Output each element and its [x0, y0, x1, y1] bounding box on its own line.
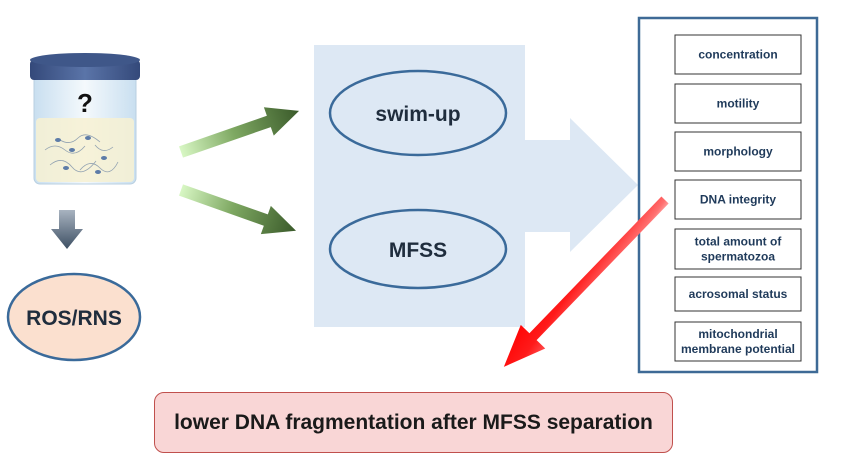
mfss-label: MFSS	[389, 239, 447, 262]
red-arrow	[503, 196, 669, 367]
parameter-label: spermatozoa	[701, 250, 775, 264]
parameter-label: morphology	[703, 145, 773, 159]
parameter-box: morphology	[674, 131, 802, 172]
big-right-arrow	[522, 118, 638, 252]
parameter-label: total amount of	[695, 235, 783, 249]
parameter-box: DNA integrity	[674, 179, 802, 220]
swim-up-label: swim-up	[375, 103, 460, 126]
parameter-label: motility	[717, 97, 760, 111]
arrow-to-swim-up	[179, 107, 300, 158]
swim-up-ellipse	[328, 69, 508, 157]
arrow-to-mfss	[178, 184, 297, 235]
result-label: lower DNA fragmentation after MFSS separ…	[174, 410, 653, 434]
jar-question-mark: ?	[77, 88, 93, 118]
down-arrow	[51, 210, 83, 249]
parameter-box: motility	[674, 83, 802, 124]
ros-ellipse	[6, 272, 142, 362]
parameter-label: mitochondrial	[698, 327, 777, 341]
parameter-box: acrosomal status	[674, 276, 802, 312]
parameter-box: concentration	[674, 34, 802, 75]
parameter-label: acrosomal status	[689, 287, 788, 301]
specimen-jar: ?	[30, 53, 140, 185]
ros-label: ROS/RNS	[26, 307, 122, 330]
mfss-ellipse	[328, 208, 508, 290]
parameter-label: membrane potential	[681, 342, 795, 356]
result-box: lower DNA fragmentation after MFSS separ…	[154, 392, 673, 453]
parameter-label: DNA integrity	[700, 193, 777, 207]
parameter-label: concentration	[698, 48, 777, 62]
